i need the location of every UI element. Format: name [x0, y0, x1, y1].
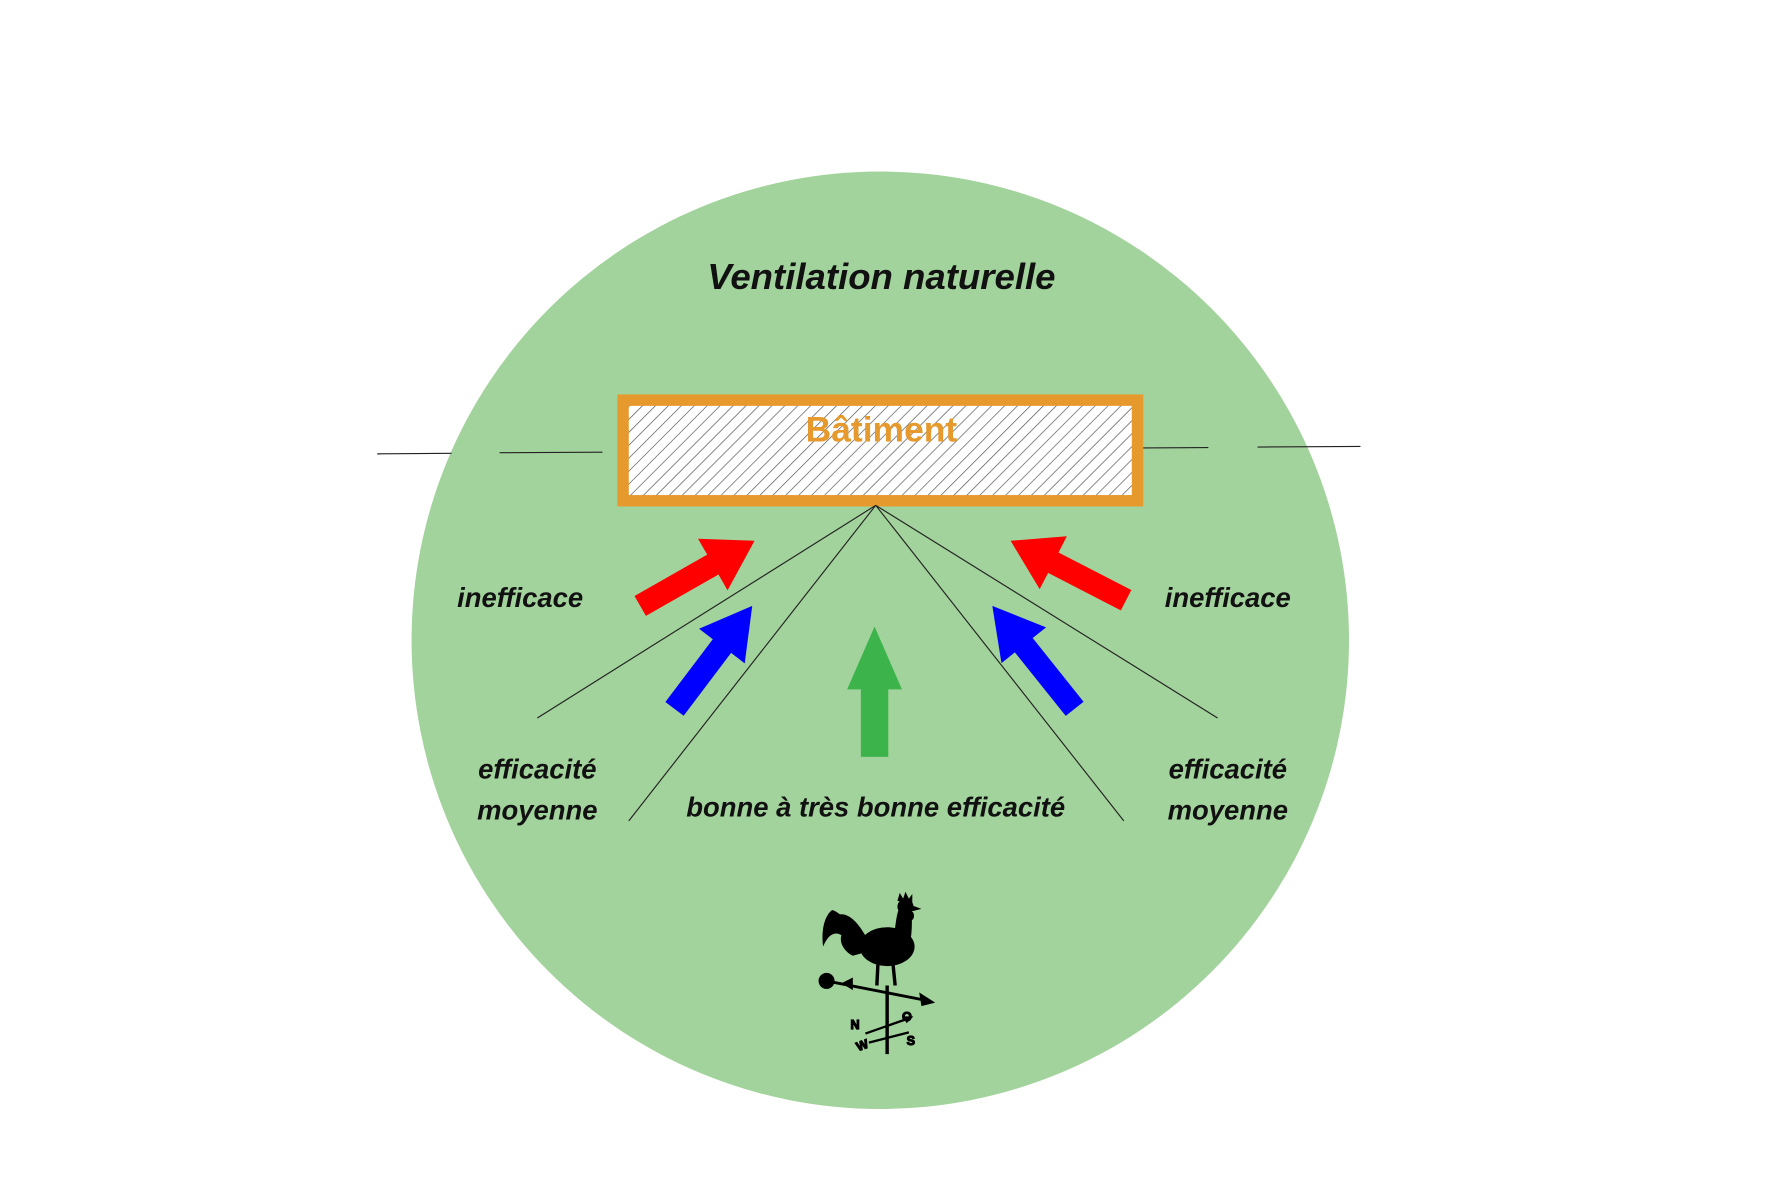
label-efficacite-left-line1: efficacité: [478, 754, 596, 785]
building-rectangle: [617, 394, 1144, 507]
building: Bâtiment: [617, 394, 1144, 507]
compass-letter-s: S: [907, 1034, 915, 1048]
label-inefficace-right: inefficace: [1165, 582, 1291, 613]
building-label: Bâtiment: [806, 409, 958, 449]
blue-arrow-left: [665, 605, 753, 716]
label-moyenne-left-line2: moyenne: [477, 795, 597, 826]
sector-line-right-outer: [875, 504, 1218, 719]
diagram-title: Ventilation naturelle: [707, 256, 1055, 297]
label-inefficace-left: inefficace: [457, 582, 583, 613]
compass-letter-n: N: [851, 1018, 860, 1032]
label-bonne-efficacite-center: bonne à très bonne efficacité: [686, 791, 1065, 822]
compass-letter-o: O: [902, 1010, 912, 1024]
wind-arrows: [634, 536, 1132, 757]
sector-line-right-inner: [875, 504, 1125, 822]
red-arrow-right: [1010, 536, 1132, 611]
label-moyenne-right-line2: moyenne: [1168, 795, 1288, 826]
blue-arrow-right: [992, 605, 1084, 716]
sector-line-left-inner: [628, 504, 877, 822]
rooster-weathervane-icon: N O S W: [818, 891, 936, 1055]
sector-lines: [537, 504, 1218, 822]
red-arrow-left: [634, 538, 755, 616]
sector-line-left-outer: [537, 504, 877, 719]
label-efficacite-right-line1: efficacité: [1169, 754, 1287, 785]
compass-letter-w: W: [854, 1037, 870, 1054]
